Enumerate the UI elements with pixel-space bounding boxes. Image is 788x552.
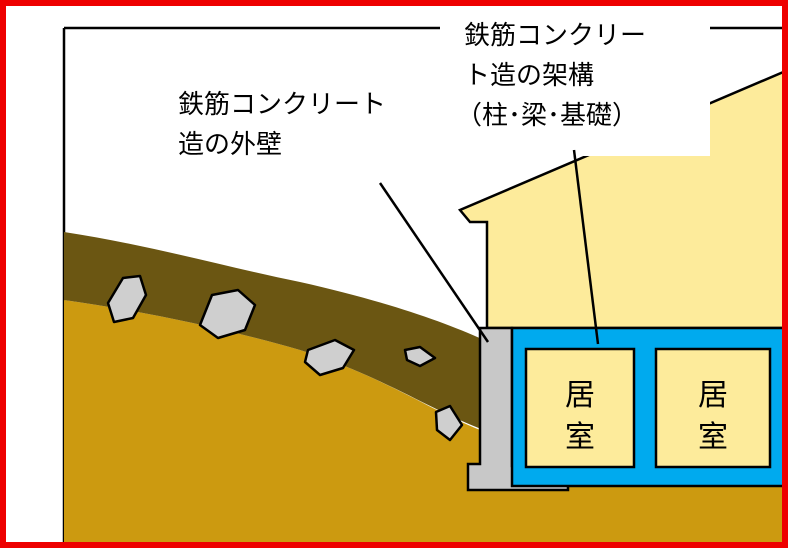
frame-label-line2: ト造の架構 [464,61,594,91]
rock [198,288,257,340]
frame-label-background [440,8,710,156]
rock [303,338,356,377]
room-2-label-line1: 居 [698,378,728,413]
room-2-label-line2: 室 [698,420,728,455]
room-1-label-line1: 居 [565,378,595,413]
soil-base [64,300,480,548]
room-1-label-line2: 室 [565,420,595,455]
frame-label-line1: 鉄筋コンクリー [464,21,646,51]
outer-wall-label-line1: 鉄筋コンクリート [178,90,386,120]
rock [106,274,148,324]
rock [434,404,464,442]
frame-leader-line [572,149,600,345]
frame-label-line3: （柱･梁･基礎） [456,101,638,131]
soil-under-basement [470,486,788,548]
soil-top-layer [64,232,484,430]
room-2-box [654,347,772,469]
room-1-box [524,347,636,469]
outer-wall-leader-line [378,182,490,343]
rocks [106,274,464,442]
outer-wall-label-line2: 造の外壁 [178,130,282,160]
rock [403,345,437,368]
